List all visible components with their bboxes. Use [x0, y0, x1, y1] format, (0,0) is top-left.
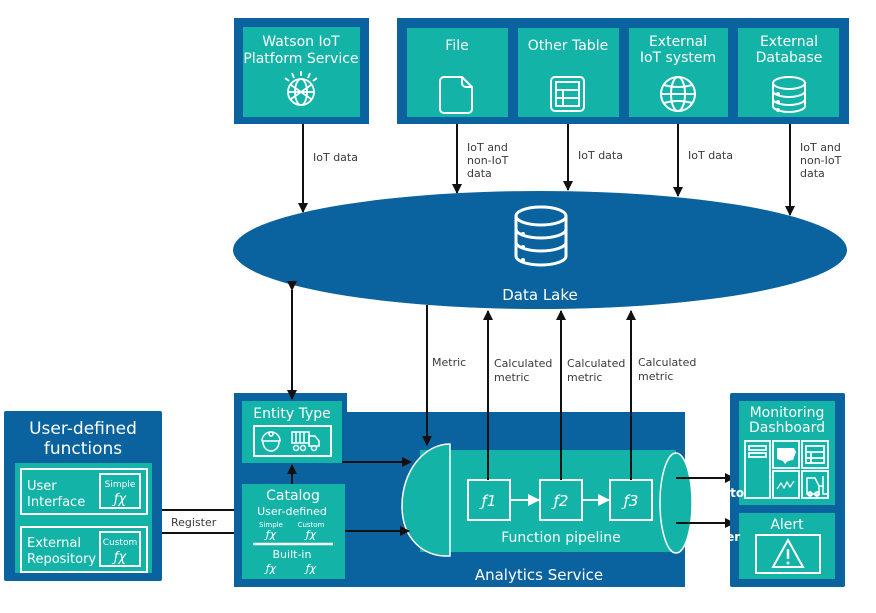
udf-title-2: functions [44, 439, 122, 459]
watson-label-1: Watson IoT [262, 34, 340, 50]
function-f3-label: ƒ3 [621, 492, 639, 510]
trigger-label: Trigger [692, 530, 740, 544]
entity-type[interactable]: Entity Type [242, 401, 342, 463]
fx-icon: ƒχ [304, 562, 317, 575]
edge-label-metric: Metric [432, 356, 466, 369]
dashboard-layout-icon [744, 440, 829, 499]
udf-ui-label-1: User [27, 479, 57, 494]
catalog-built-in: Built-in [273, 548, 312, 561]
globe-icon [660, 76, 696, 112]
table-icon [550, 76, 585, 112]
data-lake-database-icon [514, 205, 568, 267]
udf-repo-label-1: External [27, 536, 81, 551]
edge-label-watson: IoT data [313, 151, 358, 164]
dashboard-title-1: Monitoring [750, 405, 825, 421]
udf-user-interface[interactable]: User Interface Simple ƒχ [20, 468, 148, 515]
data-lake-label: Data Lake [502, 286, 578, 304]
external-iot-label-1: External [649, 34, 707, 50]
entity-type-title: Entity Type [253, 406, 330, 422]
source-file[interactable]: File [407, 28, 508, 117]
function-f1-label: ƒ1 [479, 492, 497, 510]
worker-helmet-icon [261, 431, 281, 452]
send-to-label: Send to [692, 486, 744, 500]
analytics-service: Analytics Service Entity Type [234, 393, 693, 587]
edge-label-db-3: data [800, 167, 825, 180]
file-label: File [445, 38, 468, 54]
catalog-user-defined: User-defined [257, 505, 327, 518]
catalog[interactable]: Catalog User-defined Simple Custom ƒχ ƒχ… [242, 484, 345, 579]
truck-icon [291, 431, 320, 452]
udf-title-1: User-defined [29, 419, 137, 439]
fx-icon: ƒχ [111, 550, 128, 565]
data-sources-group: File Other Table External IoT system [397, 18, 849, 124]
fx-icon: ƒχ [111, 492, 128, 507]
external-iot-label-2: IoT system [640, 50, 716, 66]
other-table-label: Other Table [528, 38, 608, 54]
user-defined-functions: User-defined functions User Interface Si… [4, 411, 162, 581]
source-other-table[interactable]: Other Table [518, 28, 619, 117]
edge-label-calc-2a: Calculated [567, 357, 625, 370]
file-icon [439, 76, 473, 114]
edge-label-calc-1b: metric [494, 371, 529, 384]
monitoring-dashboard[interactable]: Monitoring Dashboard [739, 401, 835, 505]
udf-repo-label-2: Repository [27, 552, 96, 567]
analytics-edges [287, 281, 735, 536]
source-external-database[interactable]: External Database [738, 28, 839, 117]
watson-iot-source[interactable]: Watson IoT Platform Service [234, 18, 369, 124]
edge-label-db-2: non-IoT [800, 154, 842, 167]
incoming-edges [298, 124, 795, 216]
chart-icon [776, 480, 795, 490]
catalog-title: Catalog [266, 488, 320, 504]
edge-label-file-3: data [467, 167, 492, 180]
us-map-icon [777, 448, 796, 464]
edge-label-table: IoT data [578, 149, 623, 162]
watson-label-2: Platform Service [243, 51, 358, 67]
fx-icon: ƒχ [264, 562, 277, 575]
warning-icon [771, 537, 805, 568]
outputs: Monitoring Dashboard [730, 393, 845, 587]
watson-globe-icon [284, 71, 318, 106]
outgoing-edge-labels: Metric Calculated metric Calculated metr… [432, 356, 696, 384]
fx-icon: ƒχ [264, 528, 277, 541]
edge-label-file-2: non-IoT [467, 154, 509, 167]
edge-label-db-1: IoT and [800, 141, 841, 154]
udf-external-repository[interactable]: External Repository Custom ƒχ [20, 526, 148, 573]
forklift-icon [806, 476, 827, 495]
external-db-label-1: External [760, 34, 818, 50]
alert[interactable]: Alert [739, 513, 835, 579]
data-lake[interactable]: Data Lake [233, 191, 847, 309]
database-icon [772, 76, 806, 113]
edge-label-file-1: IoT and [467, 141, 508, 154]
udf-simple-badge: Simple [105, 480, 136, 490]
dashboard-title-2: Dashboard [749, 420, 825, 436]
source-external-iot[interactable]: External IoT system [629, 28, 728, 117]
edge-label-calc-2b: metric [567, 371, 602, 384]
register-label: Register [171, 516, 217, 529]
pipeline-label: Function pipeline [501, 530, 621, 546]
catalog-simple: Simple [259, 521, 283, 529]
catalog-custom: Custom [298, 521, 325, 529]
function-f2-label: ƒ2 [551, 492, 569, 510]
function-pipeline[interactable]: ƒ1 ƒ2 ƒ3 Function pipeline [401, 443, 693, 557]
edge-label-calc-3b: metric [638, 370, 673, 383]
fx-icon: ƒχ [304, 528, 317, 541]
edge-label-calc-1a: Calculated [494, 357, 552, 370]
analytics-title: Analytics Service [475, 566, 603, 584]
edge-label-iot: IoT data [688, 149, 733, 162]
udf-custom-badge: Custom [103, 538, 137, 548]
alert-title: Alert [770, 517, 804, 533]
external-db-label-2: Database [756, 50, 823, 66]
edge-label-calc-3a: Calculated [638, 356, 696, 369]
incoming-edge-labels: IoT data IoT and non-IoT data IoT data I… [313, 141, 842, 180]
udf-ui-label-2: Interface [27, 495, 85, 510]
